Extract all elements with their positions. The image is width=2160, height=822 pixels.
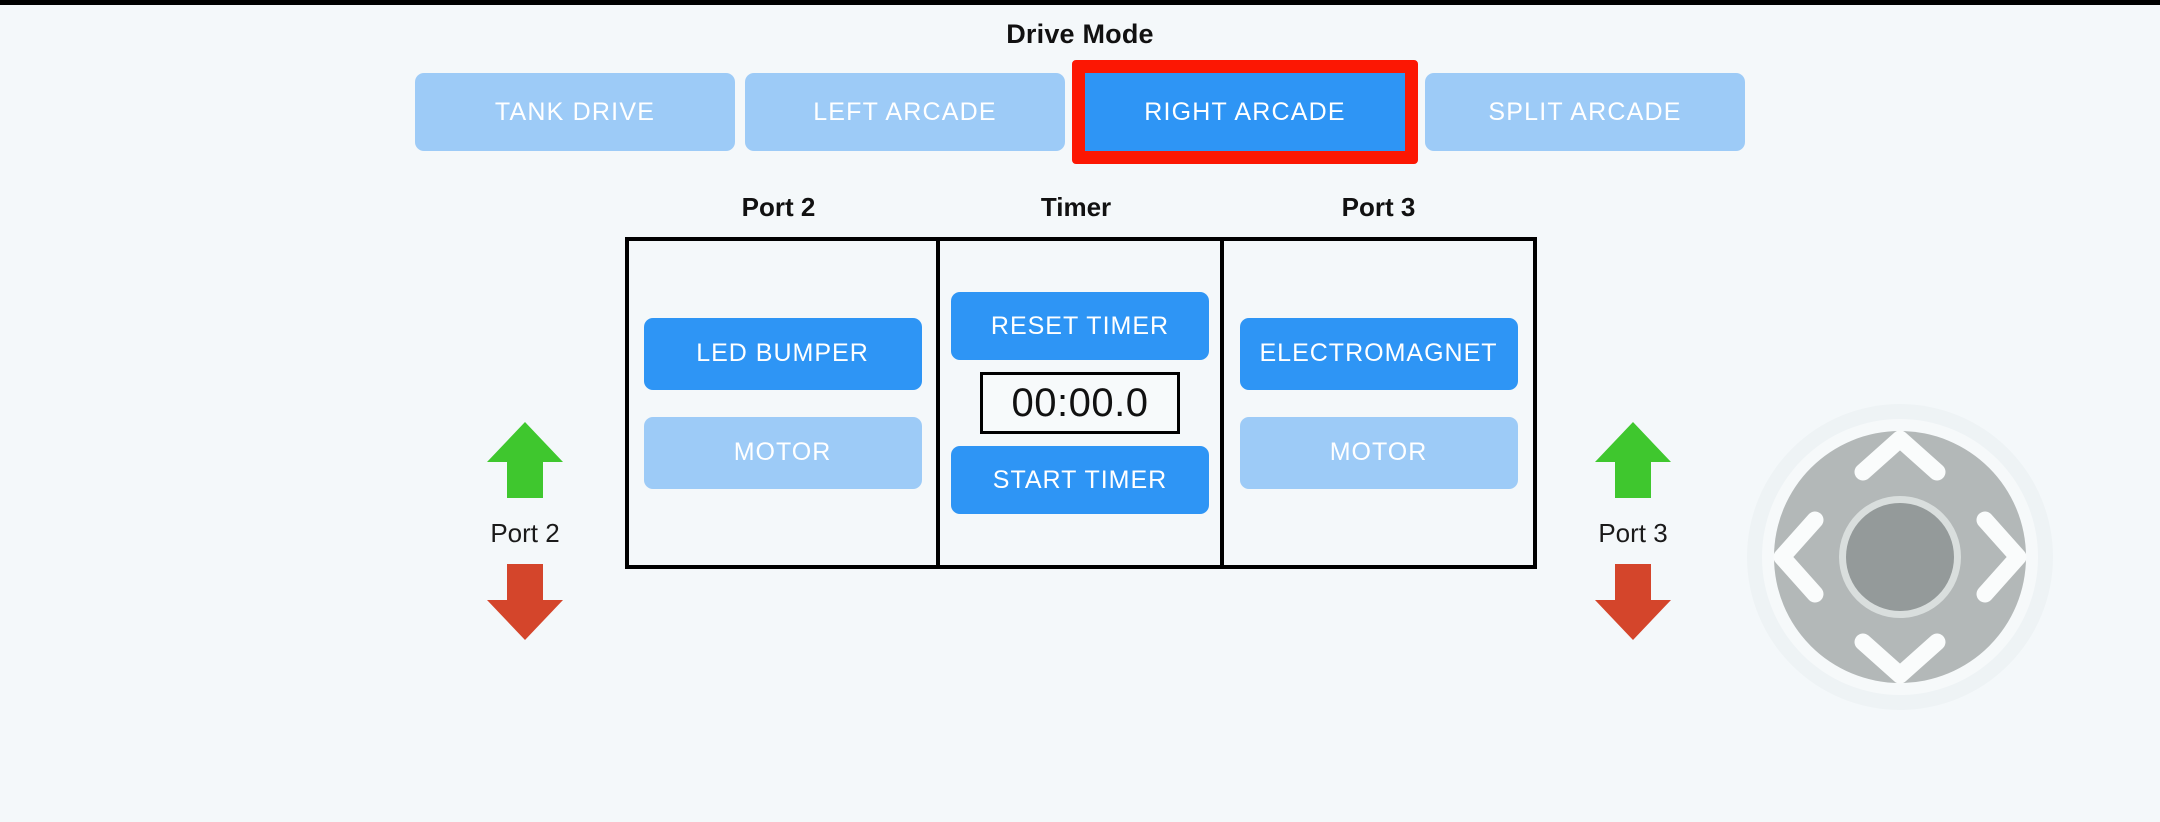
arrow-down-icon[interactable] <box>1594 562 1672 642</box>
arrow-down-icon[interactable] <box>486 562 564 642</box>
panel-port-2: LED BUMPER MOTOR <box>629 241 936 565</box>
panel-timer: RESET TIMER 00:00.0 START TIMER <box>936 241 1224 565</box>
chevron-up-icon[interactable] <box>1854 430 1946 481</box>
panel-port-3: ELECTROMAGNET MOTOR <box>1224 241 1533 565</box>
panel-header-timer: Timer <box>1040 192 1112 222</box>
panel-header-port-2: Port 2 <box>741 192 816 222</box>
timer-display: 00:00.0 <box>980 372 1180 434</box>
port-2-motor-button[interactable]: MOTOR <box>643 416 922 489</box>
arrow-up-icon[interactable] <box>486 420 564 500</box>
drive-mode-option-tank-drive[interactable]: TANK DRIVE <box>415 73 735 151</box>
panel-header-row: Port 2 Timer Port 3 <box>625 192 1537 222</box>
port-2-label: Port 2 <box>490 518 560 548</box>
page-title: Drive Mode <box>1006 19 1154 49</box>
port-3-label: Port 3 <box>1598 518 1668 548</box>
start-timer-button[interactable]: START TIMER <box>951 446 1209 514</box>
port-2-led-bumper-button[interactable]: LED BUMPER <box>643 317 922 390</box>
drive-mode-section: Drive Mode TANK DRIVE LEFT ARCADE RIGHT … <box>0 18 2160 164</box>
reset-timer-button[interactable]: RESET TIMER <box>951 292 1209 360</box>
dpad-control[interactable] <box>1745 402 2055 712</box>
chevron-left-icon[interactable] <box>1773 511 1824 603</box>
port-3-motor-button[interactable]: MOTOR <box>1239 416 1518 489</box>
chevron-right-icon[interactable] <box>1976 511 2027 603</box>
drive-mode-option-left-arcade[interactable]: LEFT ARCADE <box>745 73 1065 151</box>
port-3-arrow-cluster: Port 3 <box>1548 420 1718 642</box>
chevron-down-icon[interactable] <box>1854 633 1946 684</box>
drive-mode-option-split-arcade[interactable]: SPLIT ARCADE <box>1425 73 1745 151</box>
dpad-center-button[interactable] <box>1846 503 1954 611</box>
drive-mode-button-group: TANK DRIVE LEFT ARCADE RIGHT ARCADE SPLI… <box>0 60 2160 164</box>
arrow-up-icon[interactable] <box>1594 420 1672 500</box>
control-panels: LED BUMPER MOTOR RESET TIMER 00:00.0 STA… <box>625 237 1537 569</box>
top-divider <box>0 0 2160 5</box>
panel-header-port-3: Port 3 <box>1341 192 1416 222</box>
port-2-arrow-cluster: Port 2 <box>440 420 610 642</box>
port-3-electromagnet-button[interactable]: ELECTROMAGNET <box>1239 317 1518 390</box>
drive-mode-option-right-arcade[interactable]: RIGHT ARCADE <box>1072 60 1418 164</box>
